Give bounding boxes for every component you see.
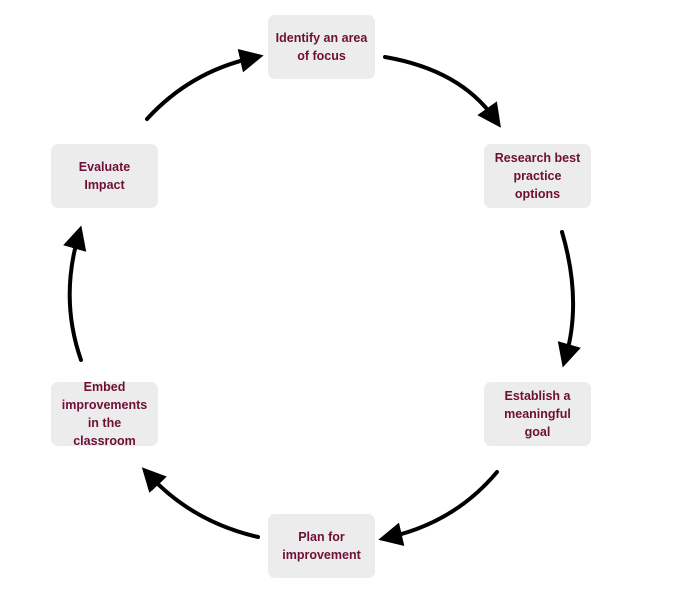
node-label: Embed improvements in the classroom bbox=[61, 380, 148, 448]
node-label: Identify an area of focus bbox=[275, 31, 368, 63]
node-evaluate-impact: Evaluate Impact bbox=[51, 144, 158, 208]
arrow-research-best-practice-to-establish-goal bbox=[557, 230, 581, 368]
node-establish-goal: Establish a meaningful goal bbox=[484, 382, 591, 446]
node-embed-improvements: Embed improvements in the classroom bbox=[51, 380, 158, 448]
node-research-best-practice: Research best practice options bbox=[484, 144, 591, 208]
arrow-plan-for-improvement-to-embed-improvements bbox=[141, 467, 260, 539]
node-label: Establish a meaningful goal bbox=[504, 389, 571, 439]
arrow-evaluate-impact-to-identify-area-of-focus bbox=[145, 48, 264, 121]
node-label: Plan for improvement bbox=[282, 530, 361, 562]
node-plan-for-improvement: Plan for improvement bbox=[268, 514, 375, 578]
arrow-embed-improvements-to-evaluate-impact bbox=[63, 225, 87, 362]
node-label: Evaluate Impact bbox=[78, 160, 131, 192]
node-identify-area-of-focus: Identify an area of focus bbox=[268, 15, 375, 79]
arrow-identify-area-of-focus-to-research-best-practice bbox=[383, 55, 501, 128]
node-label: Research best practice options bbox=[494, 151, 581, 201]
arrow-establish-goal-to-plan-for-improvement bbox=[378, 470, 499, 546]
